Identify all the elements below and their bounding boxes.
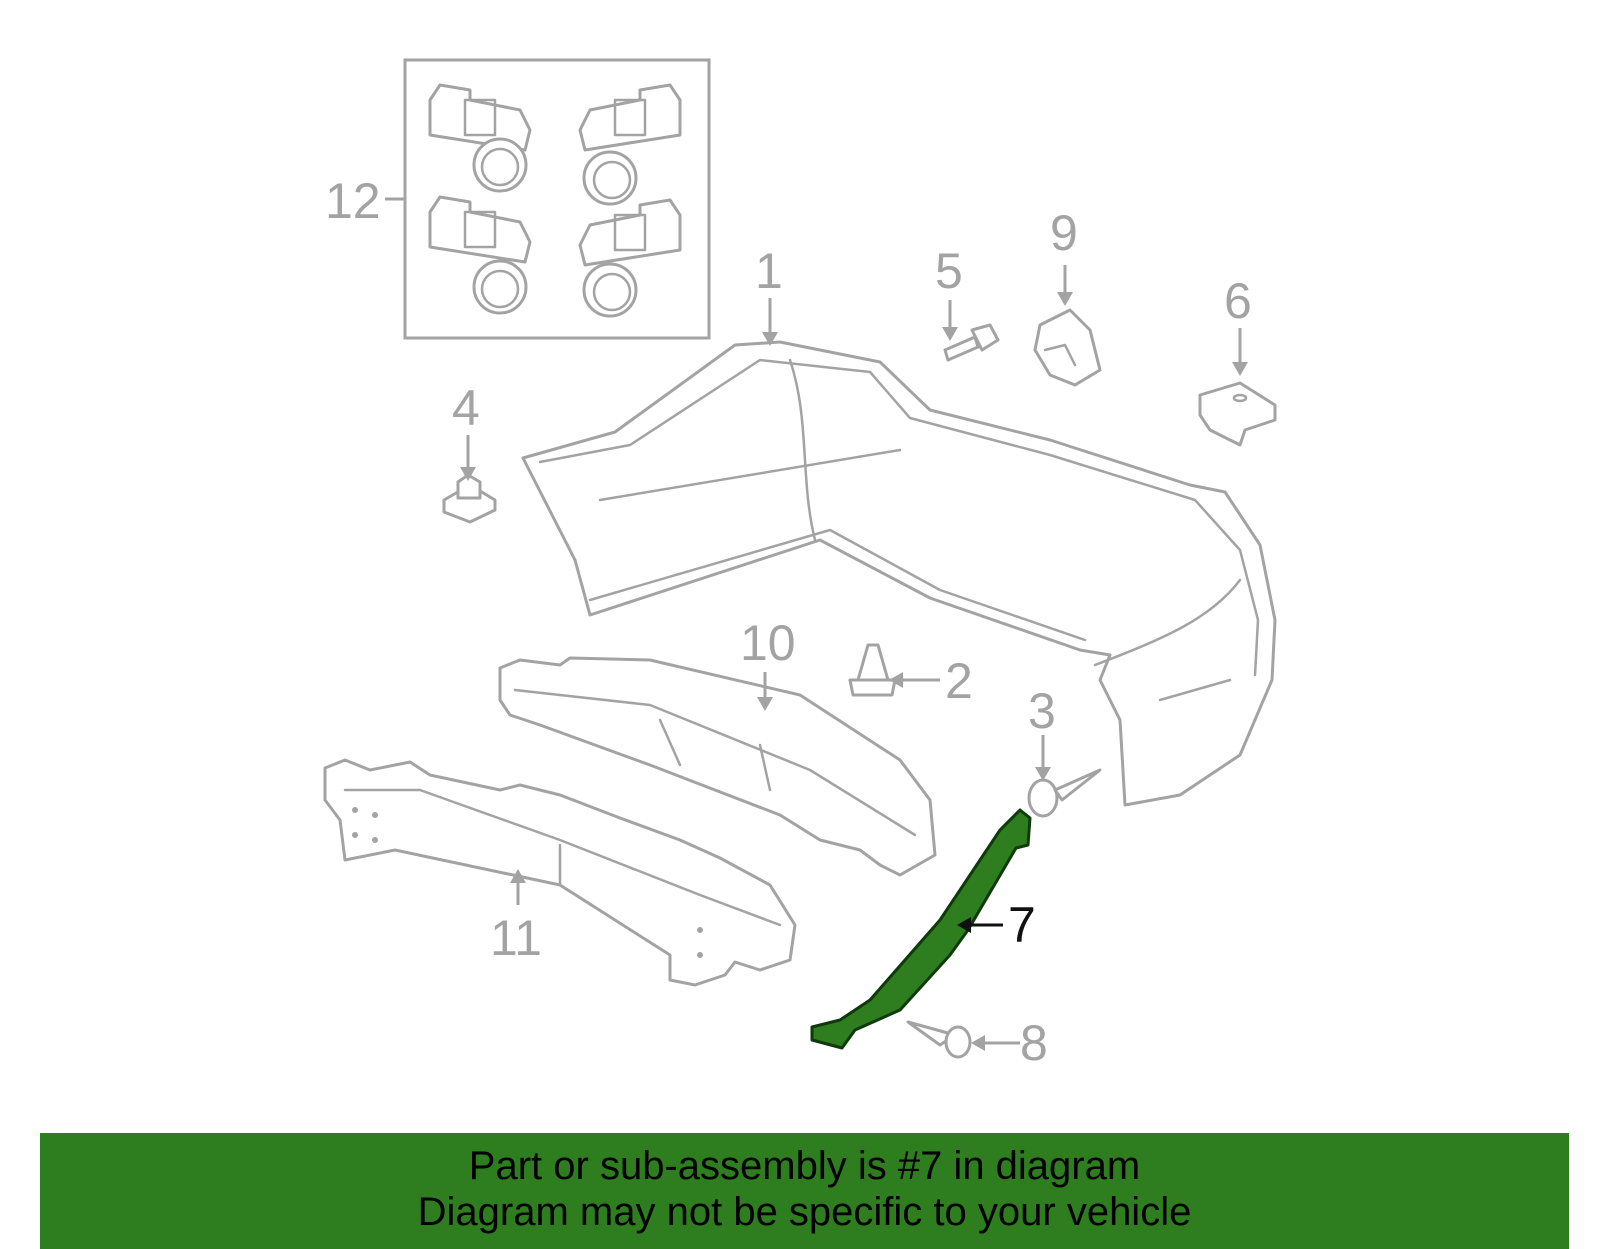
callout-8: 8: [1020, 1015, 1048, 1071]
banner-line-disclaimer: Diagram may not be specific to your vehi…: [417, 1190, 1192, 1234]
banner-line-part-info: Part or sub-assembly is #7 in diagram: [468, 1144, 1141, 1188]
callout-9: 9: [1050, 205, 1078, 261]
callout-10: 10: [740, 615, 796, 671]
info-banner: Part or sub-assembly is #7 in diagram Di…: [40, 1133, 1569, 1249]
parts-diagram: 1 2 3 4 5 6 7 8 9 10 11 12: [323, 58, 1277, 1071]
part-11-reinforcement-beam[interactable]: [323, 758, 797, 987]
parking-sensor: [578, 83, 682, 206]
callout-7: 7: [1008, 897, 1036, 953]
part-10-energy-absorber[interactable]: [498, 656, 937, 877]
parking-sensor: [428, 83, 532, 193]
part-4-clip[interactable]: [442, 473, 497, 524]
part-8-screw[interactable]: [906, 1020, 972, 1059]
callout-6: 6: [1224, 273, 1252, 329]
callout-4: 4: [452, 380, 480, 436]
part-12-parking-sensors[interactable]: [403, 58, 711, 340]
callout-1: 1: [755, 243, 783, 299]
callout-5: 5: [935, 243, 963, 299]
part-6-bracket[interactable]: [1198, 381, 1277, 447]
part-9-bracket[interactable]: [1033, 308, 1102, 387]
part-7-bracket-highlighted[interactable]: [810, 808, 1032, 1050]
callout-2: 2: [945, 653, 973, 709]
part-5-bolt[interactable]: [943, 323, 1000, 362]
callout-numbers: 1 2 3 4 5 6 7 8 9 10 11 12: [325, 173, 1252, 1071]
callout-12: 12: [325, 173, 381, 229]
part-3-screw[interactable]: [1027, 768, 1102, 818]
part-2-push-clip[interactable]: [848, 643, 897, 697]
part-1-bumper-cover[interactable]: [521, 340, 1277, 807]
callout-11: 11: [490, 910, 542, 966]
parking-sensor: [578, 198, 682, 318]
callout-arrows: [385, 197, 1248, 1051]
callout-3: 3: [1028, 683, 1056, 739]
parking-sensor: [428, 195, 532, 315]
